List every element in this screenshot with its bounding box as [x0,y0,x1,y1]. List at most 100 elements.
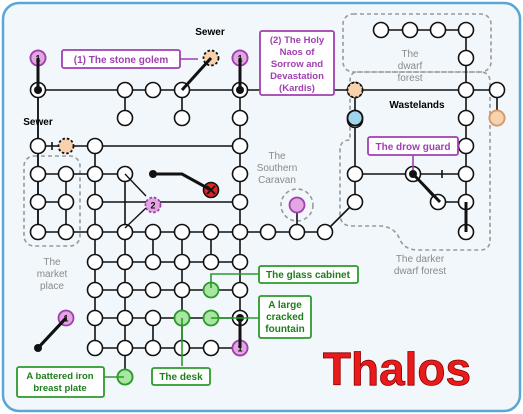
breast-plate-callout[interactable]: A battered iron breast plate [16,366,105,398]
fountain-callout[interactable]: A large cracked fountain [258,295,312,339]
quest-marker-2[interactable] [144,196,162,214]
room-node[interactable] [173,253,191,271]
room-node[interactable] [231,193,249,211]
room-node[interactable] [29,137,47,155]
room-node[interactable] [346,165,364,183]
dwarf-forest-line-3: forest [397,73,422,84]
holy-naos-line-3: Sorrow and [271,59,323,70]
holy-naos-line-2: Naos of [280,47,316,58]
quest-marker-2-text: 2 [150,201,155,211]
room-node[interactable] [29,165,47,183]
glass-cabinet-box [258,265,359,284]
room-node[interactable] [288,223,306,241]
room-node[interactable] [116,281,134,299]
room-node[interactable] [86,281,104,299]
fountain-line-3: fountain [265,324,304,335]
exit-node[interactable] [346,81,364,99]
room-node[interactable] [457,49,475,67]
room-node[interactable] [457,137,475,155]
glass-cabinet-label: The glass cabinet [266,270,351,281]
room-node[interactable] [29,223,47,241]
area-label-southern-caravan: The Southern Caravan [257,151,298,186]
stone-golem-label: (1) The stone golem [74,55,169,66]
room-node[interactable] [231,165,249,183]
room-node[interactable] [116,253,134,271]
room-node[interactable] [231,223,249,241]
room-node[interactable] [57,193,75,211]
room-node[interactable] [116,81,134,99]
drow-guard-label: The drow guard [376,142,451,153]
room-node[interactable] [259,223,277,241]
one-way-path [411,172,442,204]
room-node[interactable] [86,193,104,211]
room-node[interactable] [316,223,334,241]
room-node[interactable] [457,109,475,127]
room-node[interactable] [401,21,419,39]
holy-naos-line-4: Devastation [270,71,324,82]
room-node[interactable] [86,223,104,241]
fountain-line-2: cracked [266,312,304,323]
room-node[interactable] [346,193,364,211]
area-label-dwarf-forest: The dwarf forest [397,49,422,84]
dwarf-forest-line-2: dwarf [398,61,423,72]
room-node[interactable] [231,253,249,271]
room-node[interactable] [231,281,249,299]
holy-naos-callout[interactable]: (2) The Holy Naos of Sorrow and Devastat… [259,30,335,96]
room-node[interactable] [86,137,104,155]
holy-naos-line-1: (2) The Holy [270,35,325,46]
caravan-room[interactable] [288,196,306,214]
room-node[interactable] [116,223,134,241]
room-node[interactable] [144,253,162,271]
room-node[interactable] [231,109,249,127]
quest-marker-1-text: 1 [237,344,242,354]
room-node[interactable] [144,223,162,241]
breast-plate-line-1: A battered iron [26,371,93,382]
room-node[interactable] [144,281,162,299]
breast-plate-box [16,366,105,398]
room-node[interactable] [116,109,134,127]
exit-node[interactable] [57,137,75,155]
exit-node[interactable] [488,109,506,127]
room-node[interactable] [202,253,220,271]
room-node[interactable] [86,309,104,327]
southern-caravan-line-1: The [268,151,286,162]
area-label-wastelands: Wastelands [389,100,445,111]
room-node[interactable] [429,21,447,39]
room-node[interactable] [202,223,220,241]
room-node[interactable] [457,165,475,183]
room-node[interactable] [202,339,220,357]
room-node[interactable] [173,281,191,299]
arrow-path [124,173,147,197]
water-node[interactable] [346,109,364,127]
darker-dwarf-forest-region [339,71,491,251]
room-node[interactable] [86,339,104,357]
room-node[interactable] [231,137,249,155]
room-node[interactable] [488,81,506,99]
room-node[interactable] [57,223,75,241]
area-label-darker-dwarf-forest: The darker dwarf forest [394,254,446,277]
room-node[interactable] [29,193,47,211]
room-node[interactable] [144,81,162,99]
room-node[interactable] [86,253,104,271]
glass-cabinet-leader [210,273,259,288]
room-node[interactable] [144,309,162,327]
room-node[interactable] [116,309,134,327]
drow-guard-callout[interactable]: The drow guard [367,136,459,156]
room-node[interactable] [144,339,162,357]
room-node[interactable] [116,339,134,357]
desk-label: The desk [159,372,203,383]
room-node[interactable] [457,21,475,39]
glass-cabinet-callout[interactable]: The glass cabinet [258,265,359,284]
room-node[interactable] [86,165,104,183]
drow-guard-box [367,136,459,156]
breast-plate-line-2: breast plate [33,383,86,394]
room-node[interactable] [457,81,475,99]
room-node[interactable] [173,223,191,241]
room-node[interactable] [372,21,390,39]
stone-golem-callout[interactable]: (1) The stone golem [61,49,181,69]
fountain-box [258,295,312,339]
desk-callout[interactable]: The desk [151,367,211,386]
room-node[interactable] [173,109,191,127]
room-node[interactable] [57,165,75,183]
